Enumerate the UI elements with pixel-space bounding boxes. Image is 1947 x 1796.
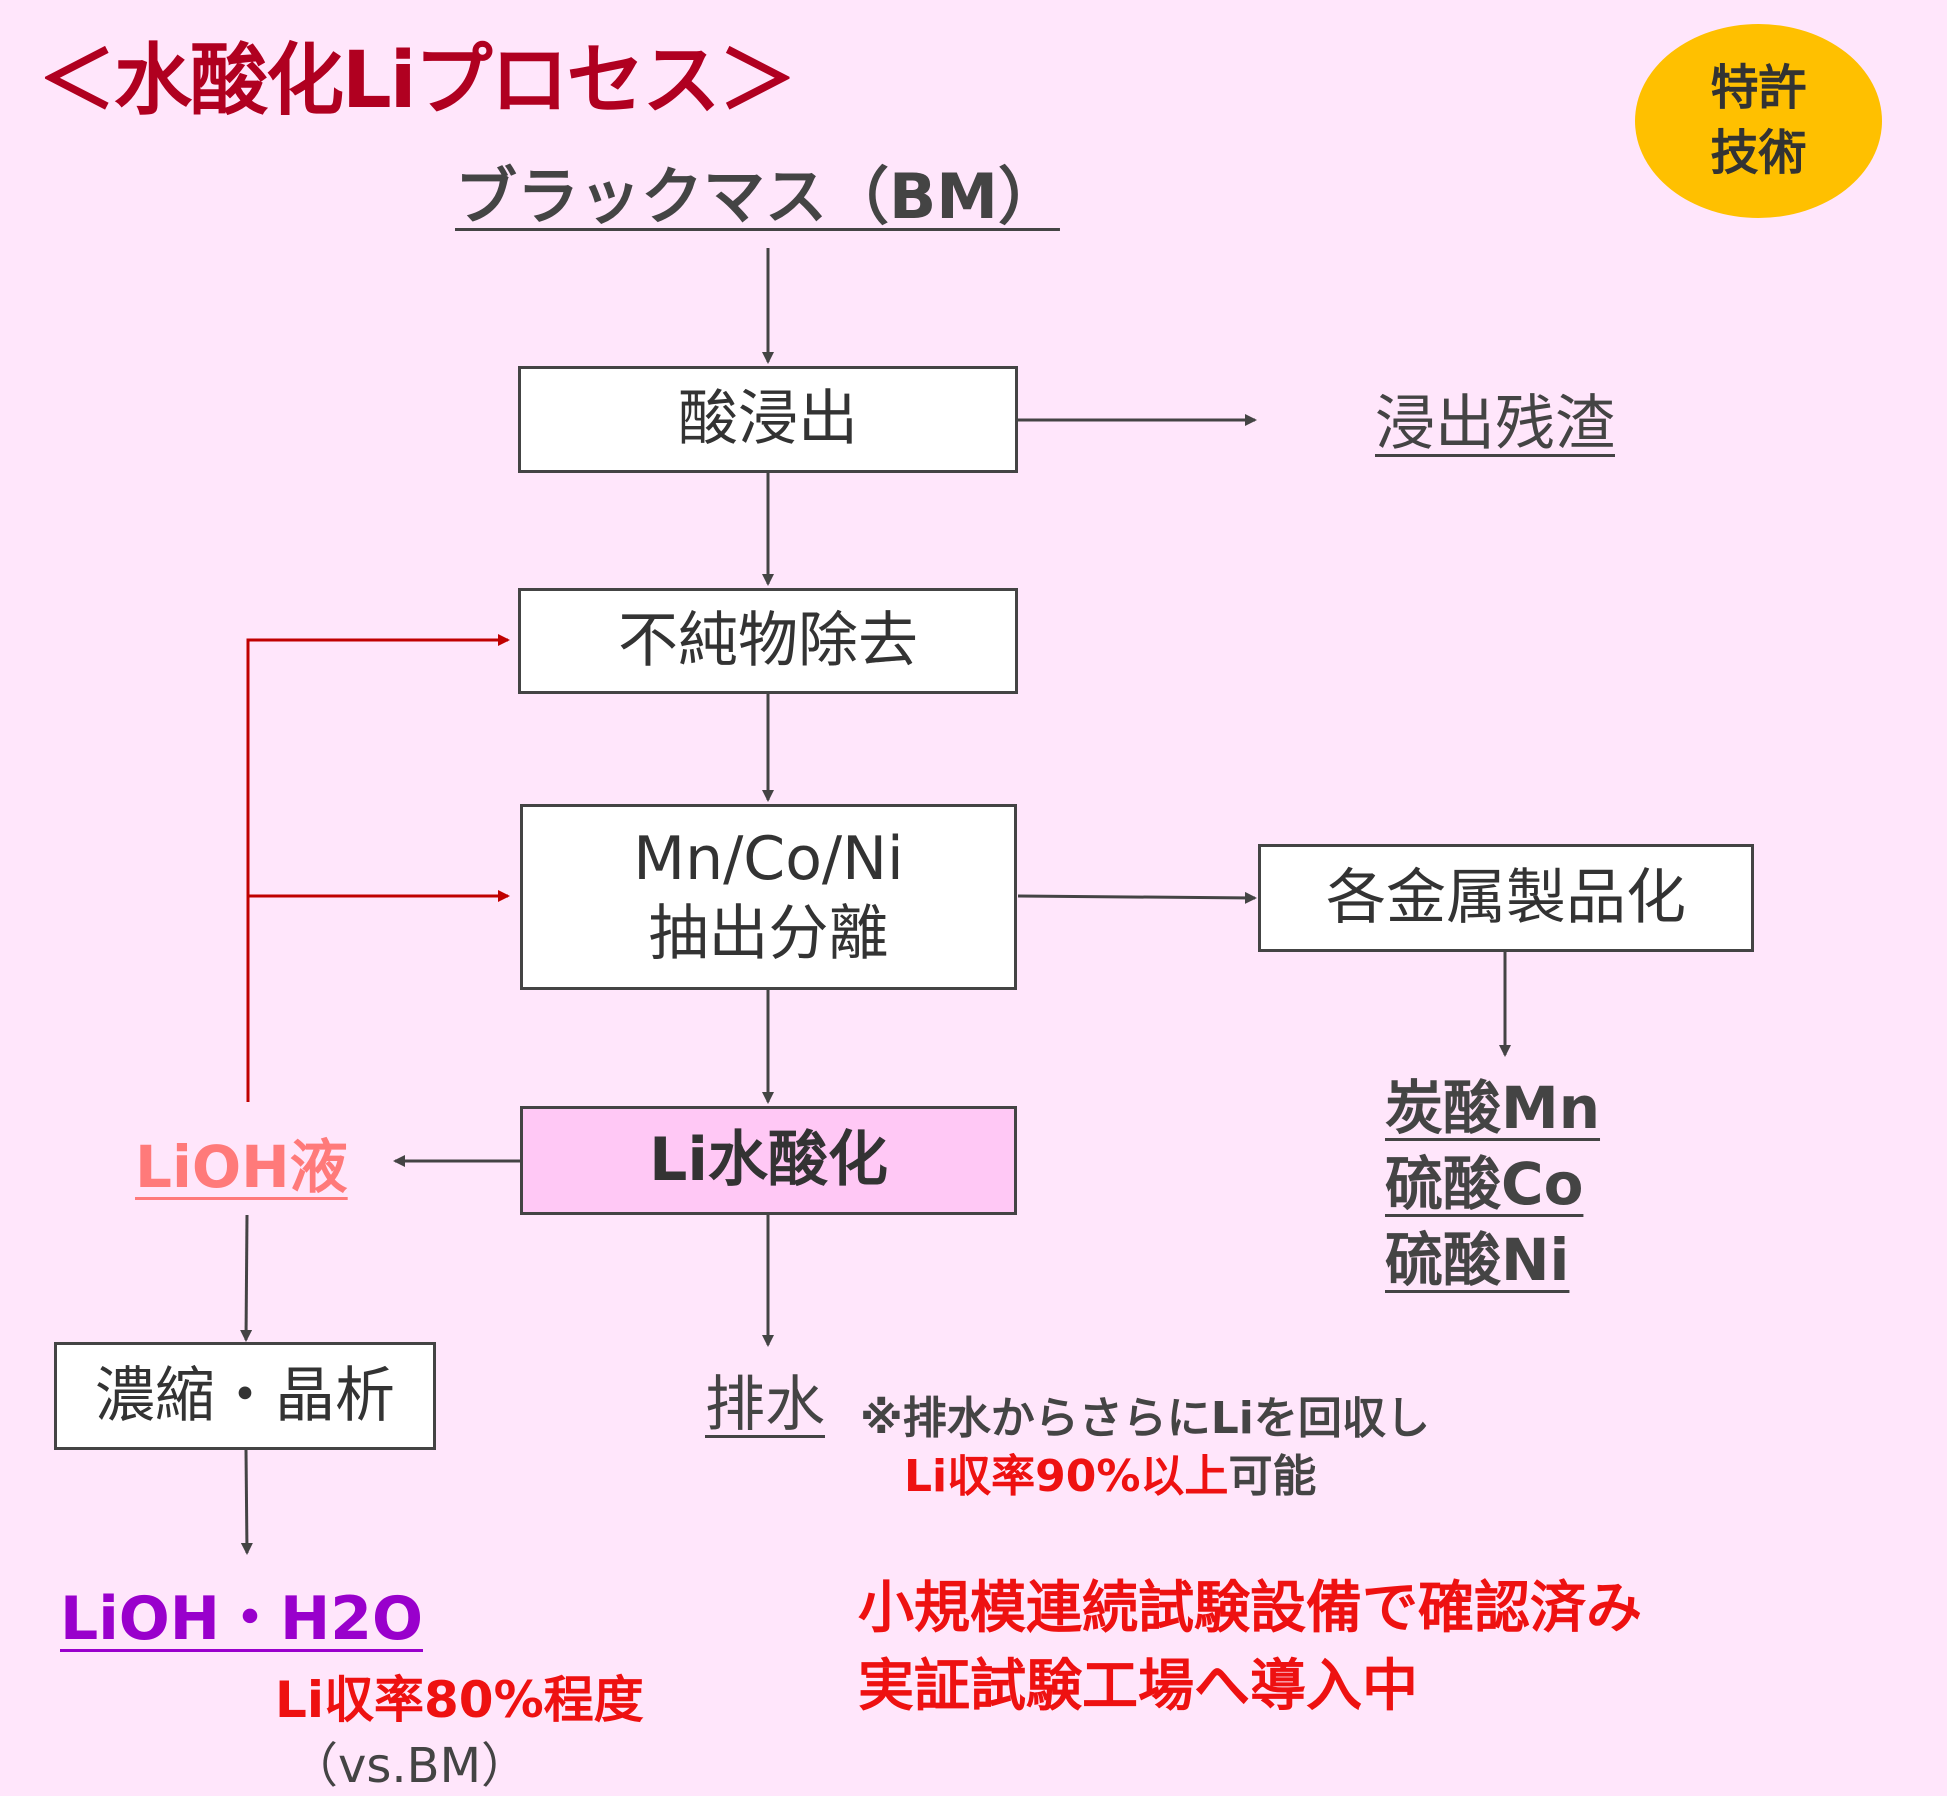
step-metal-products: 各金属製品化 — [1258, 844, 1754, 952]
wastewater-note-line1: ※排水からさらにLiを回収し — [860, 1393, 1430, 1444]
step-extraction-line2: 抽出分離 — [648, 899, 889, 969]
step-acid-leach-label: 酸浸出 — [678, 384, 858, 454]
yield-note: Li収率80%程度 — [275, 1671, 644, 1729]
product-ni: 硫酸Ni — [1385, 1226, 1570, 1294]
page-title: ＜水酸化Liプロセス＞ — [38, 36, 796, 126]
output-lioh-h2o: LiOH・H2O — [60, 1584, 423, 1654]
input-label: ブラックマス（BM） — [455, 160, 1060, 233]
step-metal-products-label: 各金属製品化 — [1326, 862, 1686, 933]
output-lioh-solution: LiOH液 — [135, 1133, 348, 1201]
arrow-lioh-to-concentration — [240, 1214, 253, 1342]
step-acid-leach: 酸浸出 — [518, 366, 1018, 473]
step-extraction-line1: Mn/Co/Ni — [633, 824, 904, 894]
confirmation-line1: 小規模連続試験設備で確認済み — [858, 1576, 1642, 1641]
product-co: 硫酸Co — [1385, 1150, 1584, 1218]
step-concentration-label: 濃縮・晶析 — [95, 1360, 395, 1431]
step-concentration: 濃縮・晶析 — [54, 1342, 436, 1450]
wastewater-note-line2: Li収率90%以上可能 — [860, 1448, 1430, 1506]
wastewater-note: ※排水からさらにLiを回収し Li収率90%以上可能 — [860, 1390, 1430, 1506]
step-impurity-removal-label: 不純物除去 — [618, 605, 918, 676]
badge-line2: 技術 — [1710, 125, 1807, 181]
yield-basis: （vs.BM） — [290, 1738, 530, 1794]
badge-line1: 特許 — [1710, 60, 1807, 117]
confirmation-note: 小規模連続試験設備で確認済み 実証試験工場へ導入中 — [858, 1570, 1642, 1726]
patent-badge: 特許 技術 — [1635, 24, 1882, 218]
wastewater-possible: 可能 — [1228, 1451, 1317, 1502]
step-li-hydroxide-label: Li水酸化 — [649, 1125, 888, 1195]
product-mn: 炭酸Mn — [1385, 1074, 1601, 1142]
recycle-line — [246, 634, 510, 1102]
step-li-hydroxide: Li水酸化 — [520, 1106, 1017, 1215]
product-list: 炭酸Mn 硫酸Co 硫酸Ni — [1385, 1070, 1600, 1298]
output-wastewater: 排水 — [705, 1370, 825, 1440]
output-leach-residue: 浸出残渣 — [1375, 389, 1615, 459]
arrow-concentration-to-product — [240, 1449, 253, 1555]
step-impurity-removal: 不純物除去 — [518, 588, 1018, 694]
arrow-extraction-to-metal — [1017, 891, 1257, 904]
step-extraction: Mn/Co/Ni 抽出分離 — [520, 804, 1017, 990]
confirmation-line2: 実証試験工場へ導入中 — [858, 1654, 1418, 1719]
wastewater-yield: Li収率90%以上 — [904, 1451, 1229, 1502]
